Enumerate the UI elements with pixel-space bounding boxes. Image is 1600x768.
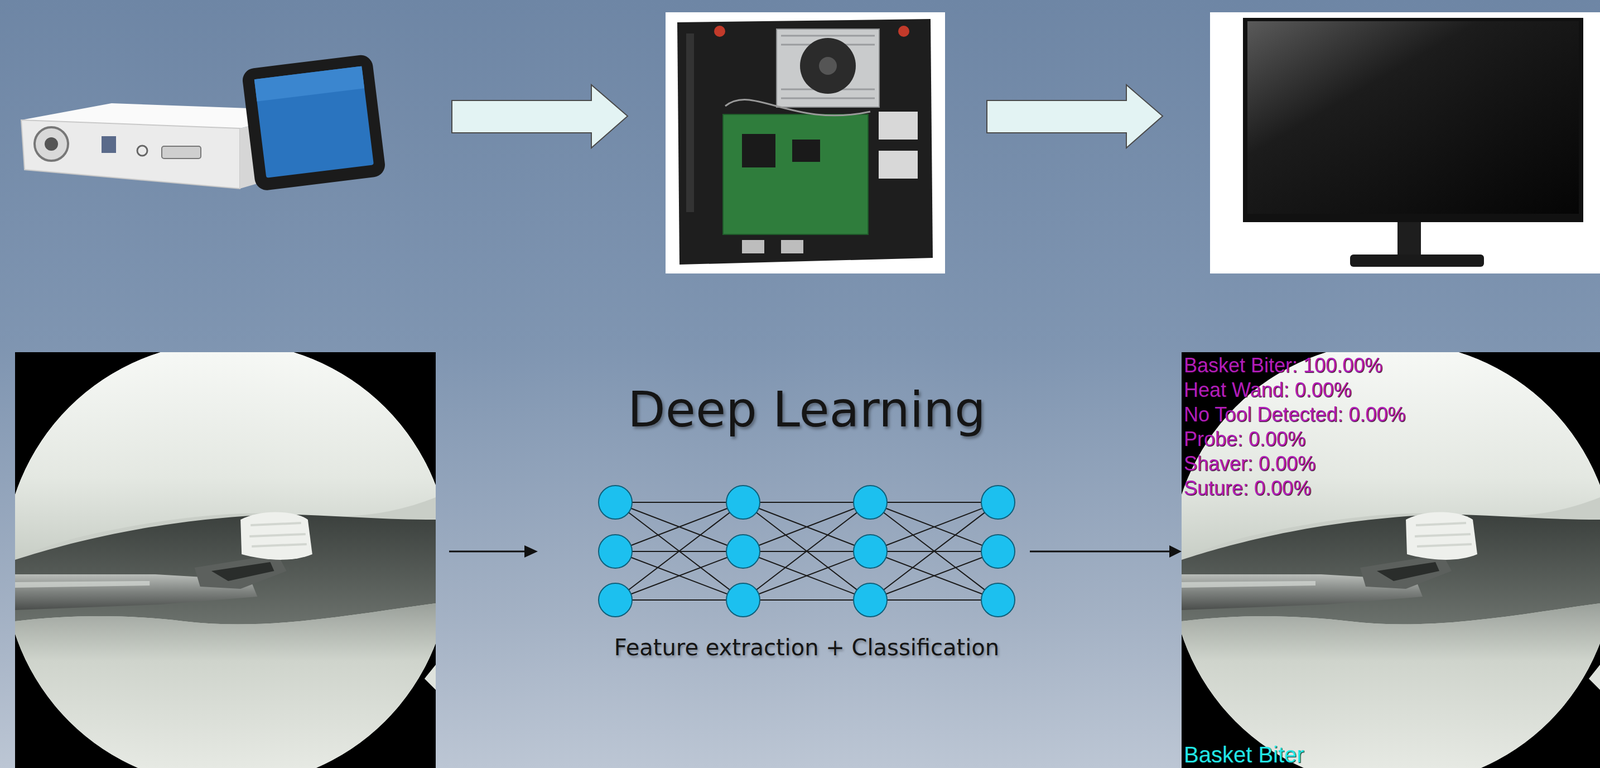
input-frame-picture xyxy=(15,352,436,768)
header-pins xyxy=(686,33,695,212)
network-link xyxy=(743,501,871,503)
network-neuron xyxy=(981,534,1015,568)
network-link xyxy=(615,502,744,552)
scope-port xyxy=(34,127,69,161)
hdmi-port xyxy=(781,239,804,254)
chip xyxy=(741,133,776,168)
network-link xyxy=(615,502,744,600)
capacitor xyxy=(898,25,910,37)
hdmi-port xyxy=(741,239,765,254)
photo-background xyxy=(665,12,946,274)
network-link xyxy=(743,502,871,600)
class-probability: No Tool Detected: 0.00% xyxy=(1183,402,1406,427)
photo-background xyxy=(1210,12,1600,274)
monitor-base xyxy=(1350,254,1484,267)
usb-slot xyxy=(161,146,201,159)
scope-port-core xyxy=(44,137,59,151)
network-neuron xyxy=(598,534,633,568)
connector xyxy=(878,111,918,140)
network-link xyxy=(615,502,744,552)
network-neuron xyxy=(598,582,633,617)
deep-learning-block: Deep LearningFeature extraction + Classi… xyxy=(583,379,1030,724)
class-probability: Suture: 0.00% xyxy=(1183,475,1312,501)
network-link xyxy=(870,502,999,552)
carrier-board xyxy=(723,114,869,235)
class-probability: Basket Biter: 100.00% xyxy=(1183,353,1383,378)
network-link xyxy=(870,551,999,600)
monitor-picture xyxy=(1210,12,1600,274)
block-arrow xyxy=(986,84,1163,148)
network-neuron xyxy=(981,485,1015,519)
heatsink xyxy=(776,29,880,108)
flow-arrow-line xyxy=(449,550,527,553)
flow-arrow xyxy=(1029,550,1170,553)
detection-output-frame: Basket Biter: 100.00%Heat Wand: 0.00%No … xyxy=(1181,352,1600,768)
block-title: Deep Learning xyxy=(627,382,986,437)
monitor-screen xyxy=(1247,21,1579,214)
network-neuron xyxy=(981,582,1015,617)
network-link xyxy=(743,551,871,600)
block-caption: Feature extraction + Classification xyxy=(614,633,1000,661)
network-link xyxy=(615,551,744,600)
camera-console-picture xyxy=(21,53,387,192)
power-button xyxy=(137,145,148,156)
network-neuron xyxy=(726,534,760,568)
tablet xyxy=(241,53,387,192)
chip xyxy=(792,139,821,162)
network-link xyxy=(870,502,999,552)
network-link xyxy=(743,502,871,552)
class-probability: Shaver: 0.00% xyxy=(1183,451,1316,476)
network-link xyxy=(615,599,744,601)
embedded-board-picture xyxy=(665,12,946,274)
network-link xyxy=(615,551,744,600)
network-neuron xyxy=(726,485,760,519)
network-link xyxy=(615,501,744,503)
network-neuron xyxy=(726,582,760,617)
network-link xyxy=(743,502,871,552)
fan-hub xyxy=(818,56,837,75)
network-link xyxy=(870,502,999,600)
network-link xyxy=(870,599,999,601)
predicted-class-label: Basket Biter xyxy=(1183,740,1305,768)
monitor-bezel xyxy=(1242,17,1584,223)
network-neuron xyxy=(853,582,888,617)
flow-arrow-head xyxy=(524,545,538,558)
arrow-head xyxy=(1169,545,1182,558)
network-link xyxy=(743,502,871,600)
network-link xyxy=(870,501,999,503)
antenna-wire xyxy=(725,99,871,116)
tablet-body xyxy=(241,53,387,192)
network-neuron xyxy=(853,534,888,568)
tablet-screen xyxy=(254,65,374,178)
network-link xyxy=(743,551,871,600)
class-probability: Heat Wand: 0.00% xyxy=(1183,377,1352,403)
network-neuron xyxy=(598,485,633,519)
network-neuron xyxy=(853,485,888,519)
class-probability: Probe: 0.00% xyxy=(1183,426,1306,452)
network-link xyxy=(615,502,744,600)
block-arrow xyxy=(451,84,628,148)
network-link xyxy=(870,502,999,600)
pcb xyxy=(677,18,933,265)
monitor-neck xyxy=(1397,222,1421,257)
capacitor xyxy=(714,25,726,37)
heatsink-fins xyxy=(781,35,875,99)
network-link xyxy=(743,599,871,601)
connector xyxy=(878,150,918,179)
arthroscopy-view xyxy=(1181,352,1600,768)
console-front xyxy=(21,119,240,189)
network-link xyxy=(870,551,999,600)
tablet-screen-header xyxy=(254,65,365,101)
fan xyxy=(800,37,856,94)
usb-ports xyxy=(101,136,117,153)
